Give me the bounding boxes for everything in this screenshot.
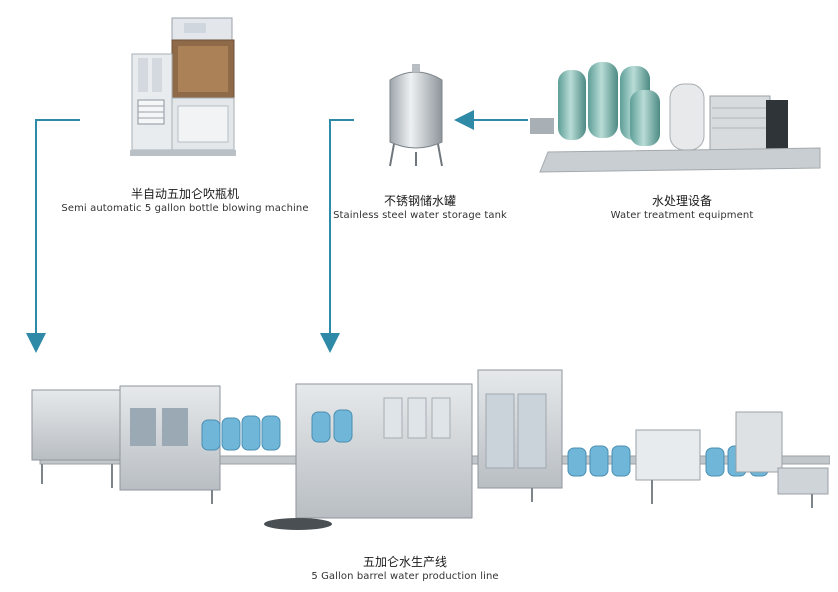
water-treatment-label-cn: 水处理设备	[651, 194, 712, 208]
production-line-caption: 五加仑水生产线 5 Gallon barrel water production…	[290, 554, 520, 584]
water-treatment-caption: 水处理设备 Water treatment equipment	[592, 193, 772, 223]
production-line-label-cn: 五加仑水生产线	[362, 555, 447, 569]
blowing-machine-image	[130, 17, 236, 156]
blowing-machine-label-cn: 半自动五加仑吹瓶机	[130, 187, 239, 201]
blowing-machine-label-en: Semi automatic 5 gallon bottle blowing m…	[61, 203, 309, 214]
storage-tank-label-cn: 不锈钢储水罐	[383, 194, 456, 208]
storage-tank-image	[389, 64, 443, 167]
arrow-tank-to-line	[320, 119, 354, 353]
production-line-label-en: 5 Gallon barrel water production line	[311, 571, 499, 582]
water-treatment-image	[530, 62, 821, 173]
storage-tank-label-en: Stainless steel water storage tank	[333, 210, 507, 221]
arrow-blowing-to-line	[26, 119, 80, 353]
production-line-image	[31, 369, 830, 530]
water-treatment-label-en: Water treatment equipment	[610, 210, 754, 221]
blowing-machine-caption: 半自动五加仑吹瓶机 Semi automatic 5 gallon bottle…	[50, 186, 320, 216]
storage-tank-caption: 不锈钢储水罐 Stainless steel water storage tan…	[310, 193, 530, 223]
